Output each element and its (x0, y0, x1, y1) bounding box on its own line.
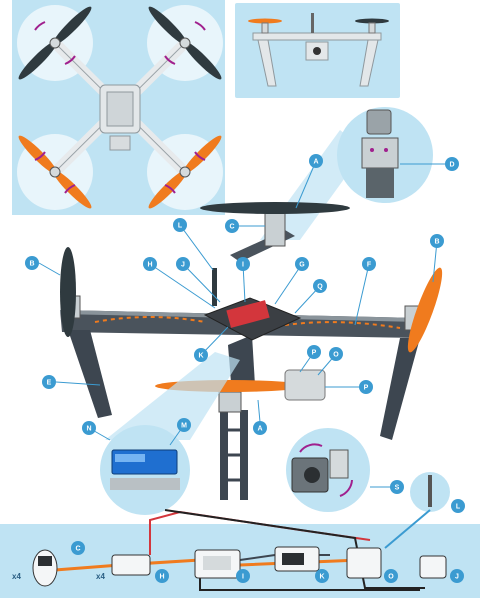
svg-text:O: O (388, 574, 394, 581)
svg-text:M: M (181, 423, 187, 430)
callout-o-bottom: O (384, 569, 398, 583)
front-view-panel (235, 3, 400, 98)
callout-l-right: L (451, 499, 465, 513)
svg-text:H: H (147, 262, 152, 269)
wiring-panel (0, 509, 480, 598)
esc-component-icon (111, 554, 151, 576)
motor-component-icon (32, 549, 58, 587)
svg-text:B: B (29, 261, 34, 268)
top-right-propeller-icon (148, 6, 222, 80)
svg-text:L: L (178, 223, 183, 230)
callout-b-right: B (430, 234, 444, 248)
callout-s: S (390, 480, 404, 494)
callout-i-bottom: I (236, 569, 250, 583)
callout-j-top: J (176, 257, 190, 271)
gimbal-detail (286, 428, 370, 512)
esc-count-label: x4 (96, 572, 105, 581)
svg-text:G: G (299, 262, 305, 269)
callout-a-top: A (309, 154, 323, 168)
bottom-right-propeller-icon (148, 135, 222, 209)
flight-controller-component-icon (194, 549, 241, 579)
svg-text:O: O (333, 352, 339, 359)
svg-text:F: F (367, 262, 372, 269)
callout-c-top: C (225, 219, 239, 233)
top-view-panel (12, 0, 225, 215)
callout-h-top: H (143, 257, 157, 271)
callout-p-top: P (307, 345, 321, 359)
callout-h-bottom: H (155, 569, 169, 583)
gps-component-icon (419, 555, 447, 579)
callout-g: G (295, 257, 309, 271)
svg-text:H: H (159, 574, 164, 581)
svg-text:C: C (75, 546, 80, 553)
callout-n: N (82, 421, 96, 435)
receiver-component-icon (274, 546, 320, 572)
gimbal-controller-component-icon (346, 547, 382, 579)
callout-l-top: L (173, 218, 187, 232)
callout-d: D (445, 157, 459, 171)
callout-c-bottom: C (71, 541, 85, 555)
svg-text:N: N (86, 426, 91, 433)
battery-detail (100, 352, 240, 515)
gps-antenna-detail (410, 472, 450, 512)
svg-text:K: K (198, 353, 203, 360)
callout-e: E (42, 375, 56, 389)
svg-text:J: J (455, 574, 459, 581)
callout-m: M (177, 418, 191, 432)
svg-text:Q: Q (317, 284, 323, 291)
callout-o-top: O (329, 347, 343, 361)
svg-text:P: P (312, 350, 317, 357)
callout-labels: A D C L B B H J I G F Q K P O E P A N M … (12, 154, 465, 583)
svg-text:L: L (456, 504, 461, 511)
callout-f: F (362, 257, 376, 271)
svg-text:A: A (257, 426, 262, 433)
top-left-propeller-icon (18, 6, 92, 80)
callout-k-top: K (194, 348, 208, 362)
svg-text:A: A (313, 159, 318, 166)
svg-text:J: J (181, 262, 185, 269)
bottom-left-propeller-icon (18, 135, 92, 209)
callout-b-left: B (25, 256, 39, 270)
svg-text:D: D (449, 162, 454, 169)
callout-a-bottom: A (253, 421, 267, 435)
rotation-arrows-icon (34, 21, 206, 194)
svg-text:C: C (229, 224, 234, 231)
callout-p-right: P (359, 380, 373, 394)
svg-text:S: S (395, 485, 400, 492)
callout-k-bottom: K (315, 569, 329, 583)
svg-text:B: B (434, 239, 439, 246)
svg-text:E: E (47, 380, 52, 387)
callout-j-bottom: J (450, 569, 464, 583)
svg-text:I: I (242, 262, 244, 269)
svg-text:I: I (242, 574, 244, 581)
svg-text:K: K (319, 574, 324, 581)
motor-mount-detail (260, 107, 433, 240)
callout-q: Q (313, 279, 327, 293)
callout-i-top: I (236, 257, 250, 271)
motor-count-label: x4 (12, 572, 21, 581)
svg-text:P: P (364, 385, 369, 392)
